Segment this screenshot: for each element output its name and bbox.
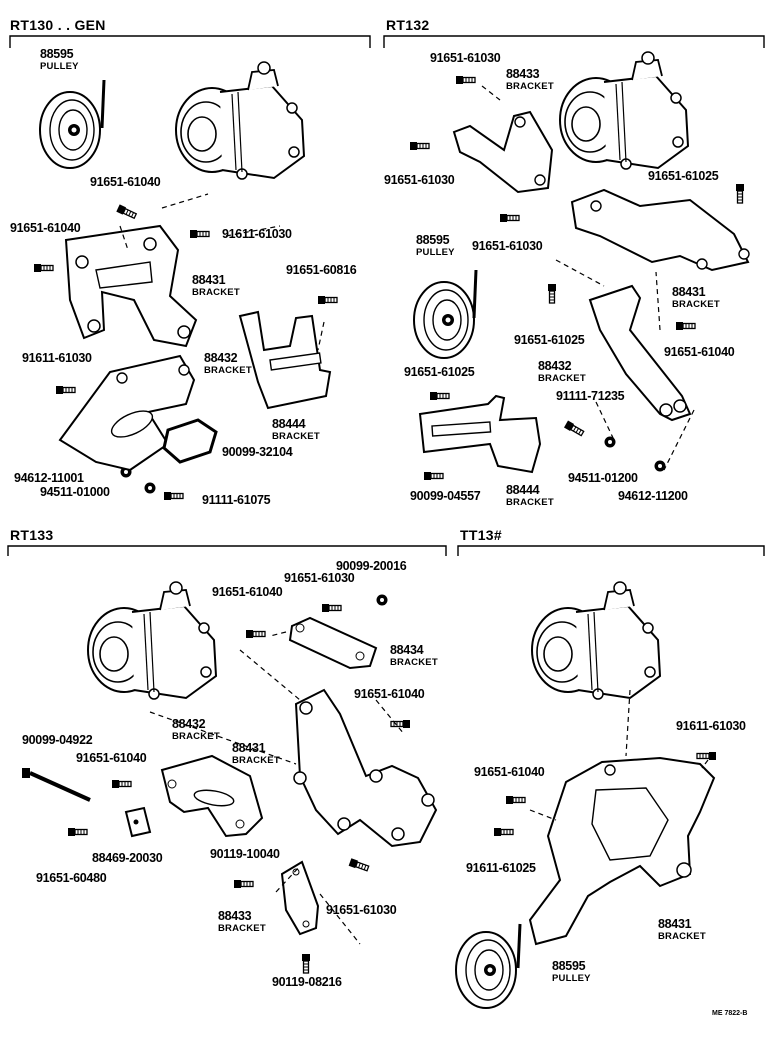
part-number: 88433 xyxy=(218,909,252,923)
part-number: 94511-01000 xyxy=(40,485,110,499)
part-name: PULLEY xyxy=(552,973,591,984)
part-number: 91651-61030 xyxy=(472,239,543,253)
part-number: 91651-61040 xyxy=(76,751,147,765)
part-number: 88431 xyxy=(672,285,706,299)
part-name: BRACKET xyxy=(506,81,554,92)
part-number: 94612-11200 xyxy=(618,489,688,503)
part-number: 94511-01200 xyxy=(568,471,638,485)
part-number: 91611-61030 xyxy=(222,227,292,241)
part-number: 90119-08216 xyxy=(272,975,342,989)
part-number: 91611-61030 xyxy=(676,719,746,733)
part-number: 91651-61025 xyxy=(404,365,475,379)
section-title-rt130: RT130 . . GEN xyxy=(10,17,106,33)
part-number: 91651-61030 xyxy=(284,571,355,585)
part-number: 91111-61075 xyxy=(202,493,271,507)
part-number: 91111-71235 xyxy=(556,389,625,403)
part-number: 91651-61030 xyxy=(430,51,501,65)
part-number: 88432 xyxy=(172,717,206,731)
part-number: 91651-60480 xyxy=(36,871,107,885)
part-number: 88431 xyxy=(192,273,226,287)
part-number: 90099-04557 xyxy=(410,489,481,503)
part-name: BRACKET xyxy=(390,657,438,668)
part-number: 91651-61025 xyxy=(514,333,585,347)
part-number: 90099-32104 xyxy=(222,445,293,459)
part-number: 88595 xyxy=(552,959,586,973)
part-number: 91651-60816 xyxy=(286,263,357,277)
part-name: PULLEY xyxy=(40,61,79,72)
section-title-rt133: RT133 xyxy=(10,527,54,543)
part-name: BRACKET xyxy=(172,731,220,742)
part-name: BRACKET xyxy=(506,497,554,508)
section-title-rt132: RT132 xyxy=(386,17,430,33)
part-number: 91651-61025 xyxy=(648,169,719,183)
part-number: 91611-61025 xyxy=(466,861,536,875)
part-number: 88595 xyxy=(416,233,450,247)
part-number: 91651-61040 xyxy=(664,345,735,359)
figure-code: ME 7822-B xyxy=(712,1010,748,1017)
part-number: 88432 xyxy=(538,359,572,373)
part-name: PULLEY xyxy=(416,247,455,258)
part-number: 90119-10040 xyxy=(210,847,280,861)
part-number: 88444 xyxy=(506,483,540,497)
part-number: 91651-61030 xyxy=(326,903,397,917)
part-number: 88432 xyxy=(204,351,238,365)
part-name: BRACKET xyxy=(192,287,240,298)
part-number: 91651-61040 xyxy=(90,175,161,189)
part-number: 88595 xyxy=(40,47,74,61)
part-name: BRACKET xyxy=(672,299,720,310)
part-number: 88434 xyxy=(390,643,424,657)
part-number: 91651-61040 xyxy=(354,687,425,701)
part-number: 91651-61040 xyxy=(212,585,283,599)
part-name: BRACKET xyxy=(232,755,280,766)
part-number: 88431 xyxy=(232,741,266,755)
part-number: 91651-61040 xyxy=(474,765,545,779)
part-name: BRACKET xyxy=(658,931,706,942)
part-number: 91651-61040 xyxy=(10,221,81,235)
section-title-tt13: TT13# xyxy=(460,527,502,543)
part-name: BRACKET xyxy=(538,373,586,384)
part-name: BRACKET xyxy=(218,923,266,934)
part-name: BRACKET xyxy=(204,365,252,376)
part-number: 94612-11001 xyxy=(14,471,84,485)
part-number: 91611-61030 xyxy=(22,351,92,365)
part-number: 88433 xyxy=(506,67,540,81)
part-number: 88431 xyxy=(658,917,692,931)
part-number: 91651-61030 xyxy=(384,173,455,187)
part-number: 88469-20030 xyxy=(92,851,163,865)
part-number: 90099-04922 xyxy=(22,733,93,747)
part-number: 88444 xyxy=(272,417,306,431)
part-name: BRACKET xyxy=(272,431,320,442)
part-number: 90099-20016 xyxy=(336,559,407,573)
